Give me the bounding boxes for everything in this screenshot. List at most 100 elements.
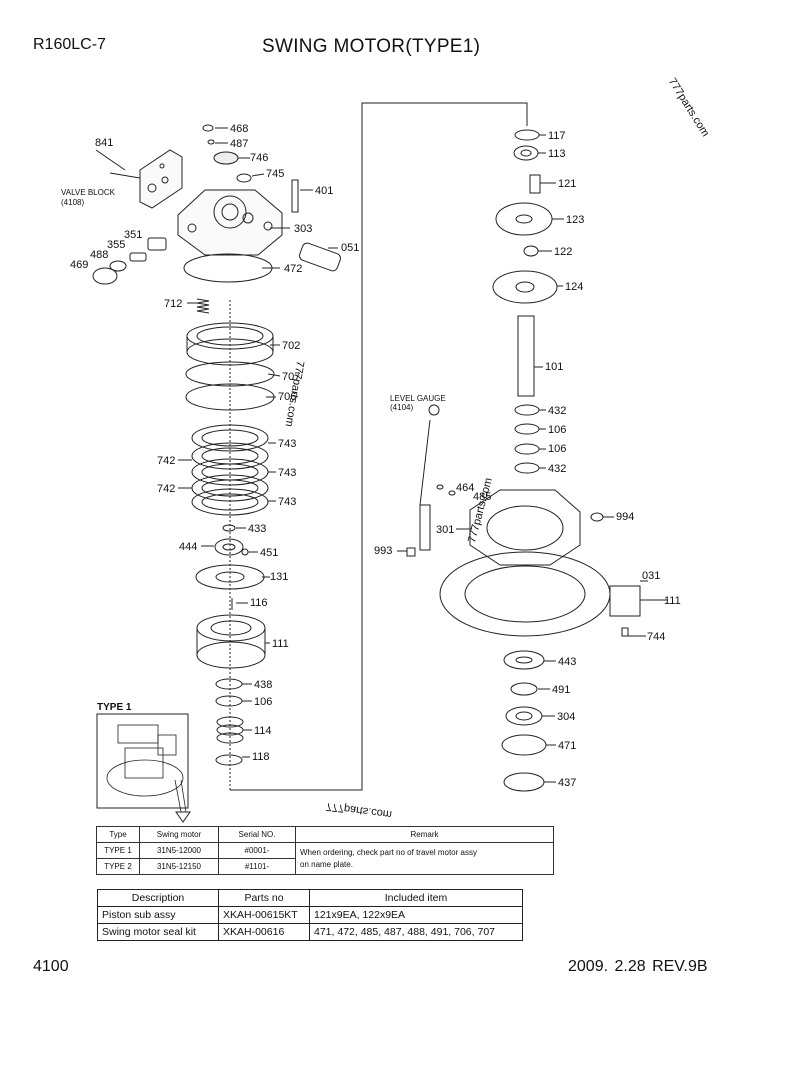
table-cell: 471, 472, 485, 487, 488, 491, 706, 707 [309, 923, 523, 941]
table-cell: #0001- [218, 842, 296, 859]
part-label: 993 [374, 545, 392, 557]
page-number: 4100 [33, 958, 69, 975]
table-row: Swing motor seal kit XKAH-00616 471, 472… [97, 923, 523, 941]
part-label: 451 [260, 547, 278, 559]
remark-line: When ordering, check part no of travel m… [300, 847, 477, 857]
part-label: 702 [282, 340, 300, 352]
part-label: 116 [250, 597, 268, 609]
part-label: 743 [278, 496, 296, 508]
part-label: 437 [558, 777, 576, 789]
kit-table: Description Parts no Included item Pisto… [97, 889, 523, 941]
table-header-row: Type Swing motor Serial NO. Remark [96, 826, 554, 843]
part-label: 432 [548, 405, 566, 417]
part-label: 433 [248, 523, 266, 535]
part-label: 438 [254, 679, 272, 691]
part-label: 994 [616, 511, 634, 523]
part-label: 111 [272, 638, 289, 650]
part-label: 432 [548, 463, 566, 475]
part-label: 113 [548, 148, 566, 160]
part-label: 485 [473, 491, 491, 503]
table-cell: Swing motor seal kit [97, 923, 219, 941]
table-header: Parts no [218, 889, 310, 907]
table-header-row: Description Parts no Included item [97, 889, 523, 907]
part-label: 351 [124, 229, 142, 241]
table-cell: 31N5-12000 [139, 842, 219, 859]
part-label: 301 [436, 524, 454, 536]
part-label: 472 [284, 263, 302, 275]
revision-date: 2009. 2.28 REV.9B [568, 958, 708, 975]
part-label: 471 [558, 740, 576, 752]
part-label: 743 [278, 438, 296, 450]
level-gauge-ref: (4104) [390, 403, 413, 412]
table-header: Included item [309, 889, 523, 907]
part-label: 742 [157, 483, 175, 495]
type1-inset-frame [96, 713, 189, 809]
page-title: SWING MOTOR(TYPE1) [262, 36, 481, 57]
serial-table: Type Swing motor Serial NO. Remark TYPE … [96, 826, 554, 875]
part-label: 706 [278, 391, 296, 403]
level-gauge-label: LEVEL GAUGE [390, 394, 446, 403]
part-label: 118 [252, 751, 270, 763]
table-header: Serial NO. [218, 826, 296, 843]
table-cell: TYPE 2 [96, 858, 140, 875]
type1-arrow-icon [175, 811, 191, 823]
valve-block-ref: (4108) [61, 198, 84, 207]
part-label: 121 [558, 178, 576, 190]
part-label: 487 [230, 138, 248, 150]
valve-block-drawing [109, 149, 183, 209]
table-cell: XKAH-00615KT [218, 906, 310, 924]
remark-cell: When ordering, check part no of travel m… [295, 842, 554, 875]
table-row: TYPE 1 31N5-12000 #0001- When ordering, … [96, 842, 554, 875]
model-code: R160LC-7 [33, 36, 106, 53]
part-label: 491 [552, 684, 570, 696]
part-label: 744 [647, 631, 665, 643]
table-cell: XKAH-00616 [218, 923, 310, 941]
part-label: 488 [90, 249, 108, 261]
part-label: 355 [107, 239, 125, 251]
part-label: 111 [664, 595, 681, 607]
remark-line: on name plate. [300, 859, 353, 869]
part-label: 117 [548, 130, 566, 142]
part-label: 051 [341, 242, 359, 254]
part-label: 304 [557, 711, 575, 723]
part-label: 124 [565, 281, 583, 293]
part-label: 401 [315, 185, 333, 197]
valve-block-label: VALVE BLOCK [61, 188, 116, 197]
part-label: 106 [548, 424, 566, 436]
part-label: 106 [254, 696, 272, 708]
table-header: Type [96, 826, 140, 843]
part-label: 106 [548, 443, 566, 455]
table-cell: 121x9EA, 122x9EA [309, 906, 523, 924]
part-label: 303 [294, 223, 312, 235]
part-label: 469 [70, 259, 88, 271]
part-label: 114 [254, 725, 272, 737]
table-header: Description [97, 889, 219, 907]
table-cell: #1101- [218, 858, 296, 875]
part-label: 123 [566, 214, 584, 226]
motor-housing-drawing [439, 489, 611, 637]
part-label: 464 [456, 482, 474, 494]
part-label: 841 [95, 137, 113, 149]
part-label: 742 [157, 455, 175, 467]
table-cell: 31N5-12150 [139, 858, 219, 875]
part-label: 745 [266, 168, 284, 180]
type1-title: TYPE 1 [97, 702, 132, 713]
part-label: 746 [250, 152, 268, 164]
part-label: 031 [642, 570, 660, 582]
part-label: 443 [558, 656, 576, 668]
table-header: Swing motor [139, 826, 219, 843]
part-label: 468 [230, 123, 248, 135]
table-row: Piston sub assy XKAH-00615KT 121x9EA, 12… [97, 906, 523, 924]
part-label: 444 [179, 541, 197, 553]
part-label: 743 [278, 467, 296, 479]
motor-head-drawing [177, 124, 341, 272]
table-header: Remark [295, 826, 554, 843]
table-row: TYPE 2 31N5-12150 #1101- [96, 858, 554, 875]
part-label: 707 [282, 371, 300, 383]
part-label: 122 [554, 246, 572, 258]
part-label: 712 [164, 298, 182, 310]
part-labels: 841 468 487 746 745 401 303 051 472 351 … [70, 123, 681, 789]
type1-inset-drawing [106, 724, 187, 813]
table-cell: TYPE 1 [96, 842, 140, 859]
